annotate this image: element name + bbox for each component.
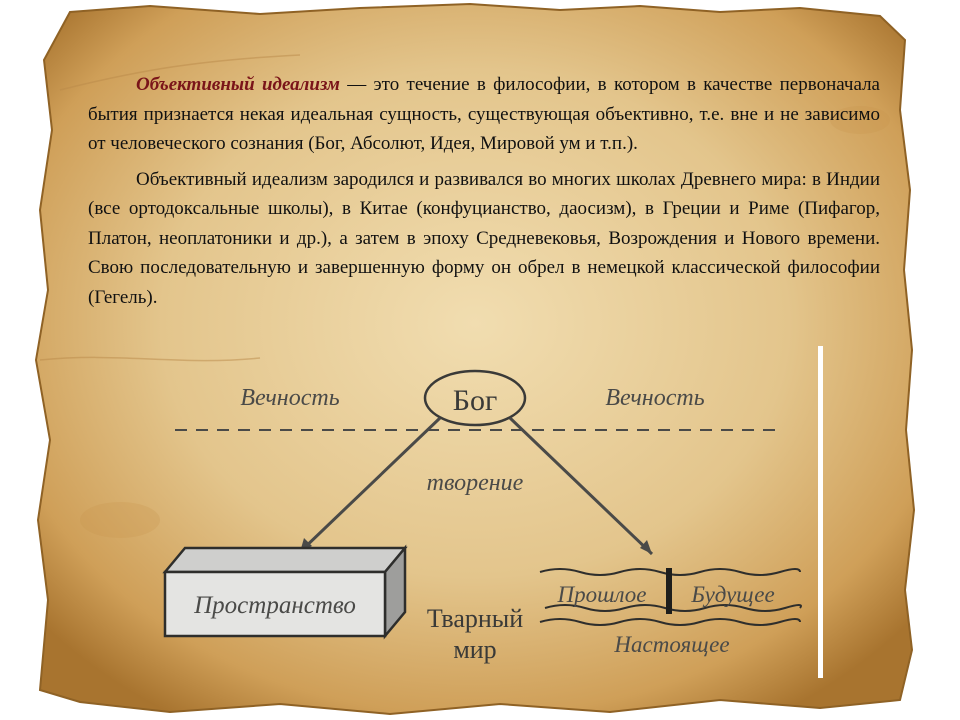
space-label: Пространство: [193, 592, 356, 619]
future-label: Будущее: [690, 582, 774, 607]
eternity-right-label: Вечность: [605, 385, 704, 411]
creation-arrow-right: [508, 416, 654, 556]
paragraph-history: Объективный идеализм зародился и развива…: [88, 168, 880, 308]
past-label: Прошлое: [557, 582, 647, 607]
time-wave-top: [539, 568, 801, 576]
god-label: Бог: [453, 384, 498, 417]
space-box: [162, 544, 408, 640]
created-world-line1: Тварный: [427, 604, 523, 633]
term-objective-idealism: Объективный идеализм: [136, 74, 340, 95]
creation-arrow-left: [298, 416, 442, 554]
eternity-left-label: Вечность: [240, 385, 339, 411]
god-ellipse: [423, 369, 527, 427]
text-block: Объективный идеализм — это течение в фил…: [88, 70, 880, 312]
created-world-line2: мир: [453, 635, 496, 664]
time-wave-mid: [544, 604, 802, 612]
present-divider: [666, 568, 672, 614]
creation-label: творение: [427, 470, 524, 496]
present-label: Настоящее: [613, 632, 729, 657]
definition-text: — это течение в философии, в котором в к…: [88, 74, 880, 154]
time-wave-bottom: [539, 618, 801, 626]
paragraph-definition: Объективный идеализм — это течение в фил…: [88, 70, 880, 159]
arrowhead-right: [640, 540, 652, 554]
vertical-white-line: [818, 346, 823, 678]
